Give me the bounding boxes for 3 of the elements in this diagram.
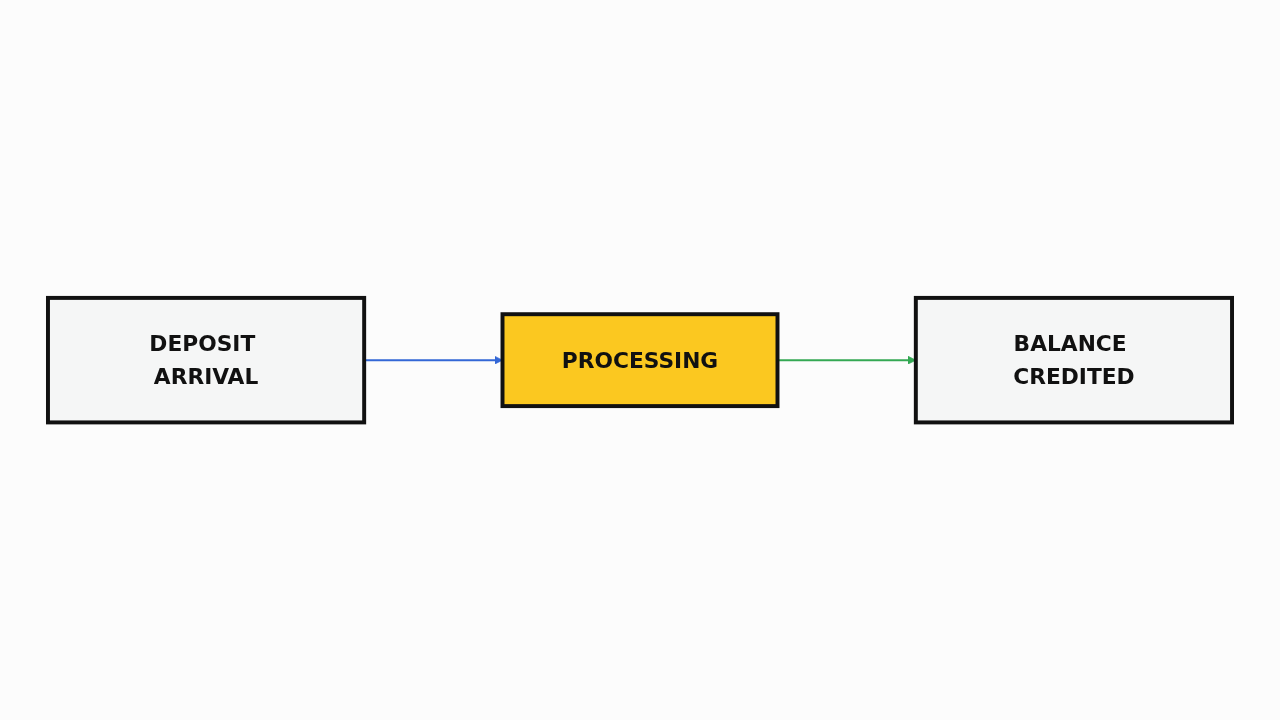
node-box: DEPOSIT ARRIVAL — [46, 295, 367, 425]
node-box: PROCESSING — [500, 312, 780, 408]
node-box: BALANCE CREDITED — [913, 295, 1234, 425]
